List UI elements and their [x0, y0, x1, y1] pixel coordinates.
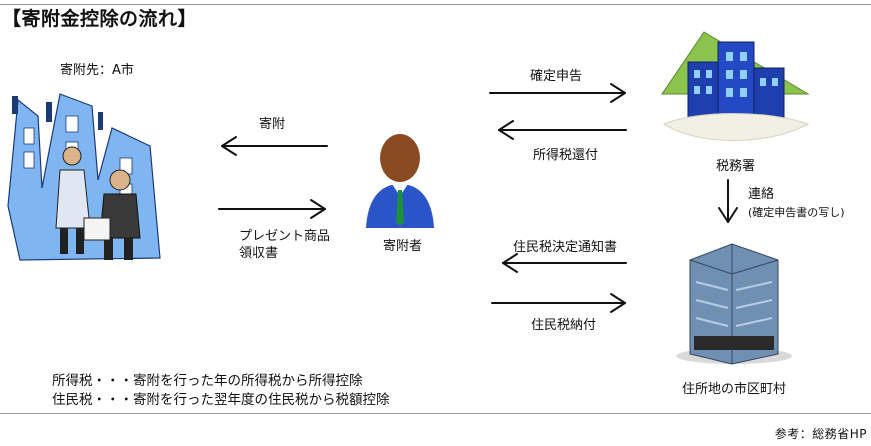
gift-arrow-label-line2: 領収書 — [239, 246, 279, 261]
contact-arrow-label: 連絡 — [748, 187, 775, 202]
gift-arrow-label-line1: プレゼント商品 — [239, 229, 331, 244]
note-resident-tax: 住民税・・・寄附を行った翌年度の住民税から税額控除 — [52, 392, 390, 408]
bottom-rule — [0, 413, 871, 414]
donor-label: 寄附者 — [383, 239, 423, 254]
municipal-office-tower-icon — [676, 243, 792, 365]
arrow-donation — [221, 136, 328, 156]
top-rule — [0, 4, 871, 5]
municipality-label: 住所地の市区町村 — [682, 382, 787, 397]
contact-arrow-note: (確定申告書の写し) — [748, 206, 845, 219]
source-credit: 参考：総務省HP — [774, 427, 867, 441]
arrow-tax-return — [489, 83, 626, 103]
city-people-icon — [7, 93, 161, 261]
donor-person-icon — [366, 134, 434, 228]
resident-tax-payment-arrow-label: 住民税納付 — [531, 318, 597, 333]
note-income-tax: 所得税・・・寄附を行った年の所得税から所得控除 — [52, 373, 363, 389]
donation-target-label: 寄附先：A市 — [60, 63, 134, 78]
tax-office-building-icon — [661, 31, 810, 141]
tax-office-label: 税務署 — [716, 159, 756, 174]
donation-arrow-label: 寄附 — [259, 117, 286, 132]
arrow-contact — [718, 179, 738, 223]
income-tax-refund-arrow-label: 所得税還付 — [533, 148, 599, 163]
resident-tax-notice-arrow-label: 住民税決定通知書 — [513, 240, 618, 255]
notes: 所得税・・・寄附を行った年の所得税から所得控除 住民税・・・寄附を行った翌年度の… — [52, 372, 390, 410]
arrow-gift-receipt — [218, 199, 326, 219]
arrow-resident-tax-notice — [502, 253, 627, 273]
arrow-resident-tax-payment — [491, 293, 626, 313]
arrow-income-tax-refund — [498, 120, 627, 140]
tax-return-arrow-label: 確定申告 — [530, 69, 583, 84]
diagram-title: 【寄附金控除の流れ】 — [2, 8, 198, 30]
